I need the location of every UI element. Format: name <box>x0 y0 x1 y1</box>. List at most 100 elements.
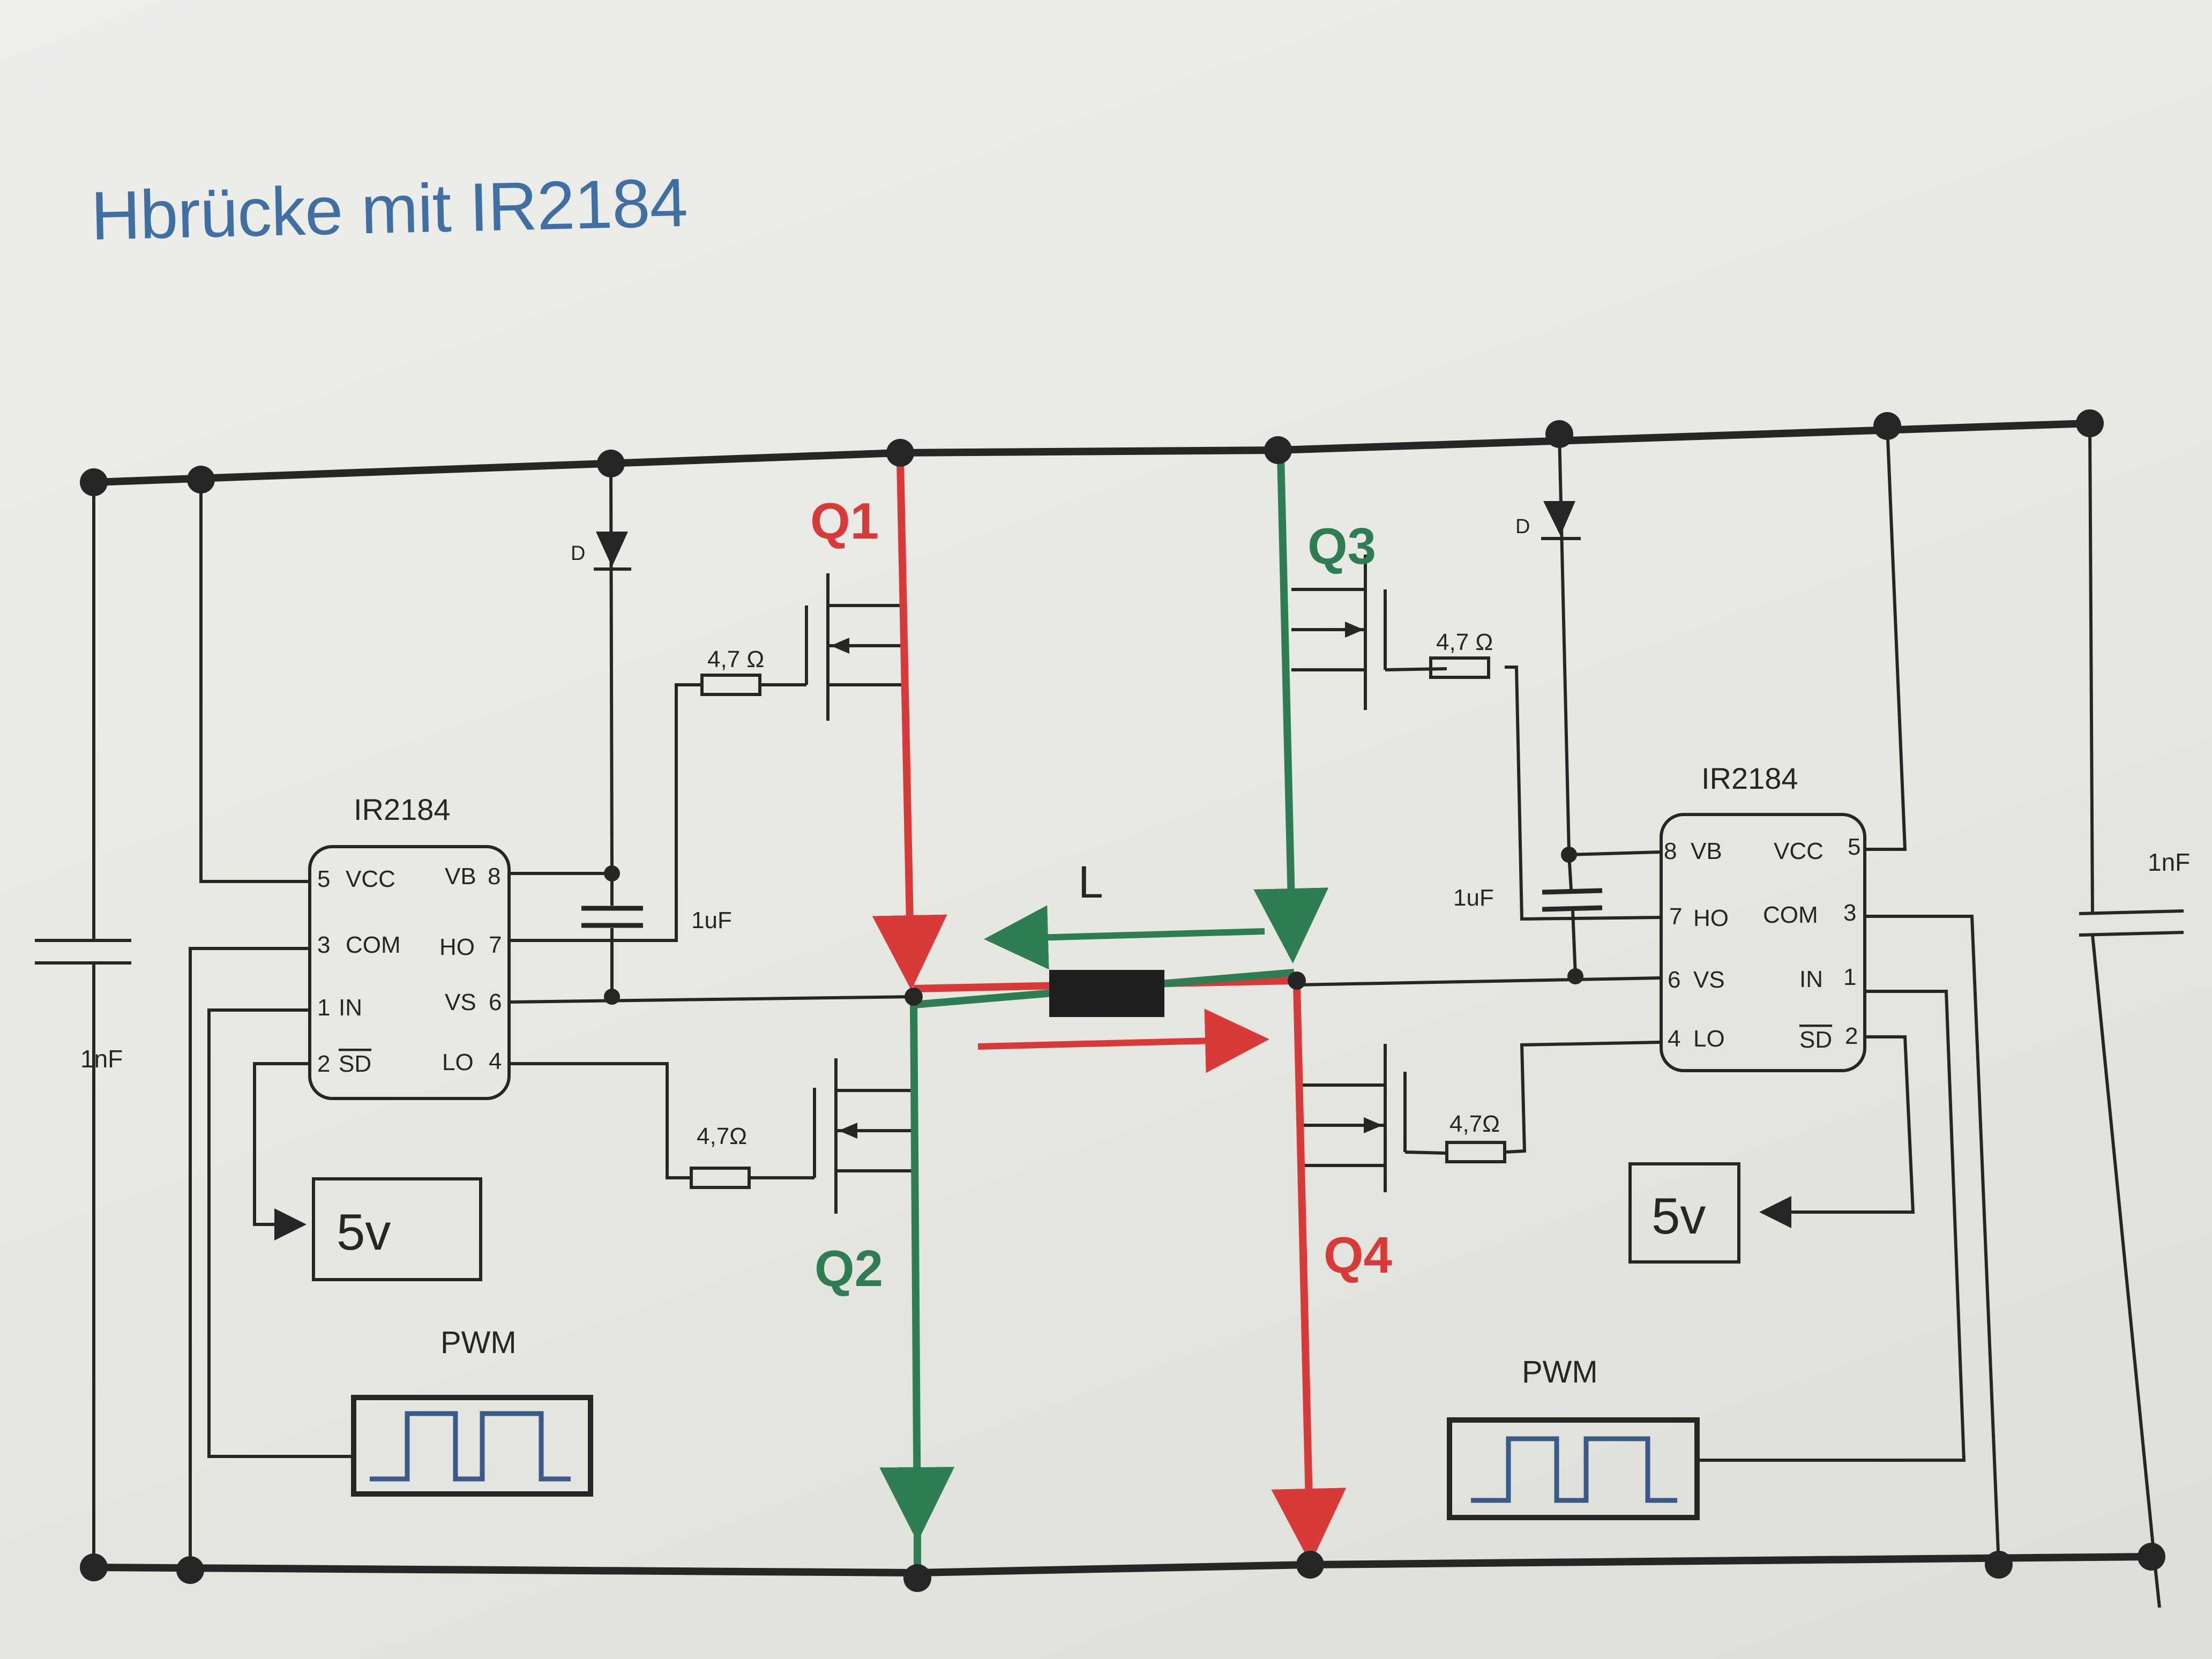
pin-name: VCC <box>1774 838 1824 864</box>
left-bootstrap-cap-label: 1uF <box>691 907 732 933</box>
junction-dot <box>2138 1543 2165 1571</box>
pin-number: 6 <box>1668 967 1680 993</box>
q2-arrow <box>839 1123 857 1139</box>
left-pwm-waveform <box>370 1411 571 1482</box>
left-bulk-cap-label: 1nF <box>80 1045 123 1073</box>
pin-number: 8 <box>1664 838 1677 864</box>
pin-number: 3 <box>317 932 330 958</box>
right-bootstrap-capacitor <box>1542 888 1603 912</box>
rail-junctions <box>80 409 2165 1592</box>
junction-dot <box>1545 420 1573 448</box>
right-bulk-capacitor <box>2079 423 2184 1608</box>
junction-dot <box>597 450 625 477</box>
red-direction-arrow <box>977 1008 1269 1073</box>
junction-dot <box>1264 436 1292 464</box>
right-pwm-label: PWM <box>1522 1355 1598 1389</box>
pin-number: 7 <box>489 932 502 958</box>
pin-name: COM <box>346 932 401 958</box>
pin-name: VCC <box>346 866 395 892</box>
left-diode-label: D <box>571 542 585 565</box>
pin-name: VB <box>1691 838 1722 864</box>
q2-label: Q2 <box>814 1240 883 1297</box>
pin-name: HO <box>1693 905 1729 931</box>
pin-number: 5 <box>1848 834 1860 860</box>
right-low-gate-resistor-label: 4,7Ω <box>1449 1111 1500 1137</box>
junction-dot <box>80 468 108 496</box>
junction-dot <box>176 1556 204 1584</box>
right-diode-label: D <box>1515 515 1530 538</box>
pin-name: SD <box>1799 1027 1832 1053</box>
q3-label: Q3 <box>1307 518 1376 575</box>
pin-name: HO <box>439 934 475 960</box>
left-high-gate-resistor <box>700 674 761 696</box>
q1-arrow <box>831 638 849 654</box>
left-driver-wiring <box>189 463 914 1570</box>
q1-label: Q1 <box>810 492 879 550</box>
left-low-gate-resistor <box>690 1167 751 1189</box>
pin-number: 2 <box>317 1051 330 1077</box>
pin-name: LO <box>1693 1026 1725 1052</box>
right-ir2184-chip <box>1660 813 1866 1072</box>
left-ic-pins: 5 VCC 3 COM 1 IN 2 SD VB 8 HO 7 VS 6 LO … <box>317 863 502 1077</box>
junction-dot <box>903 1564 931 1592</box>
left-low-gate-resistor-label: 4,7Ω <box>697 1123 747 1149</box>
q1-mosfet-symbol <box>805 573 906 721</box>
q3-arrow <box>1345 622 1364 638</box>
junction-dot <box>1873 412 1901 440</box>
q3-mosfet-symbol <box>1291 555 1387 710</box>
pin-name: VS <box>1693 967 1725 993</box>
right-high-gate-resistor-label: 4,7 Ω <box>1436 629 1493 655</box>
right-ic-pins: 8 VB 7 HO 6 VS 4 LO VCC 5 COM 3 IN 1 SD … <box>1664 834 1860 1053</box>
left-pwm-label: PWM <box>440 1325 517 1360</box>
left-high-gate-resistor-label: 4,7 Ω <box>707 646 764 672</box>
right-high-gate-resistor <box>1429 656 1490 679</box>
right-low-gate-resistor <box>1445 1141 1506 1163</box>
pin-name: IN <box>1799 966 1823 992</box>
pin-name: LO <box>442 1049 474 1075</box>
pin-name: COM <box>1763 902 1818 928</box>
pin-name: IN <box>339 995 362 1021</box>
q4-label: Q4 <box>1324 1227 1392 1284</box>
junction-dot <box>187 466 215 494</box>
left-ir2184-label: IR2184 <box>354 793 451 826</box>
green-direction-arrow <box>984 905 1265 970</box>
right-bulk-cap-label: 1nF <box>2148 848 2190 876</box>
right-bootstrap-diode <box>1541 501 1581 540</box>
pin-number: 1 <box>1843 964 1856 990</box>
right-driver-wiring <box>1296 425 2000 1565</box>
right-5v-box <box>1628 1162 1740 1264</box>
inductor <box>1049 970 1164 1017</box>
pin-number: 2 <box>1845 1023 1858 1049</box>
left-bootstrap-capacitor <box>581 906 643 928</box>
pin-number: 7 <box>1669 903 1682 930</box>
q4-arrow <box>1364 1117 1382 1133</box>
pin-number: 5 <box>317 866 330 892</box>
junction-dot <box>905 988 923 1006</box>
right-bootstrap-cap-label: 1uF <box>1453 885 1494 911</box>
junction-dot <box>1985 1551 2013 1579</box>
pin-name: VS <box>445 989 476 1015</box>
pin-number: 8 <box>488 863 500 890</box>
pin-number: 4 <box>1668 1026 1680 1052</box>
junction-dot <box>1561 847 1577 863</box>
supply-rails <box>90 420 2153 1577</box>
inductor-label: L <box>1078 857 1103 907</box>
left-5v-box <box>312 1177 482 1281</box>
right-pwm-waveform <box>1471 1436 1677 1503</box>
pin-number: 6 <box>489 989 502 1015</box>
junction-dot <box>604 865 620 881</box>
left-pwm-box <box>351 1395 593 1497</box>
q2-mosfet-symbol <box>813 1058 914 1214</box>
right-pwm-box <box>1447 1417 1700 1520</box>
right-ir2184-label: IR2184 <box>1701 761 1798 795</box>
junction-dot <box>604 989 620 1005</box>
junction-dot <box>80 1553 108 1581</box>
junction-dot <box>1567 968 1583 984</box>
pin-name: SD <box>339 1051 371 1077</box>
pin-name: VB <box>445 863 476 890</box>
pin-number: 4 <box>489 1048 502 1074</box>
left-bootstrap-diode <box>594 532 631 571</box>
junction-dot <box>1296 1551 1324 1579</box>
